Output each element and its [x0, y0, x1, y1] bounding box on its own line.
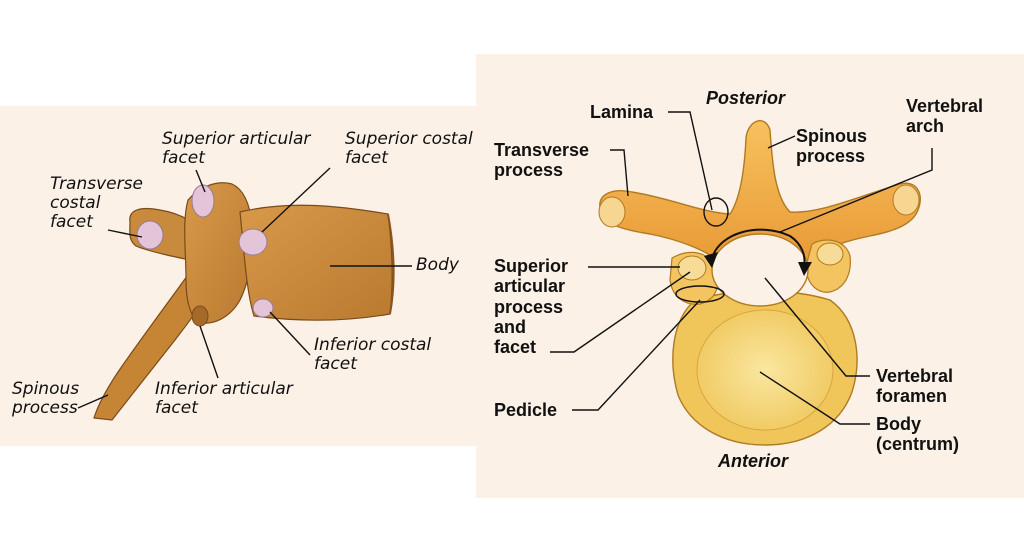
lateral-leader-lines [77, 167, 412, 409]
label-posterior: Posterior [706, 88, 786, 108]
label-spinous-process-lateral: Spinous process [12, 379, 80, 419]
label-inferior-costal-facet: Inferior costal facet [314, 335, 432, 375]
label-transverse-process: Transverse process [494, 140, 590, 181]
label-superior-costal-facet: Superior costal facet [345, 129, 473, 169]
superior-leader-lines [550, 111, 933, 425]
label-vertebral-arch: Vertebral arch [906, 96, 984, 137]
lateral-vertebra [93, 182, 395, 421]
label-inferior-articular-facet: Inferior articular facet [155, 379, 293, 419]
label-superior-articular-facet: Superior articular facet [162, 129, 311, 169]
label-pedicle: Pedicle [494, 400, 558, 420]
label-body: Body [416, 255, 459, 275]
superior-vertebra [598, 120, 921, 446]
label-superior-articular-process: Superior articular process and facet [494, 256, 569, 358]
label-lamina: Lamina [590, 102, 654, 122]
label-body-centrum: Body (centrum) [876, 414, 960, 455]
label-spinous-process: Spinous process [796, 126, 867, 167]
label-anterior: Anterior [718, 451, 789, 471]
label-transverse-costal-facet: Transverse costal facet [50, 174, 143, 233]
label-vertebral-foramen: Vertebral foramen [876, 366, 954, 407]
